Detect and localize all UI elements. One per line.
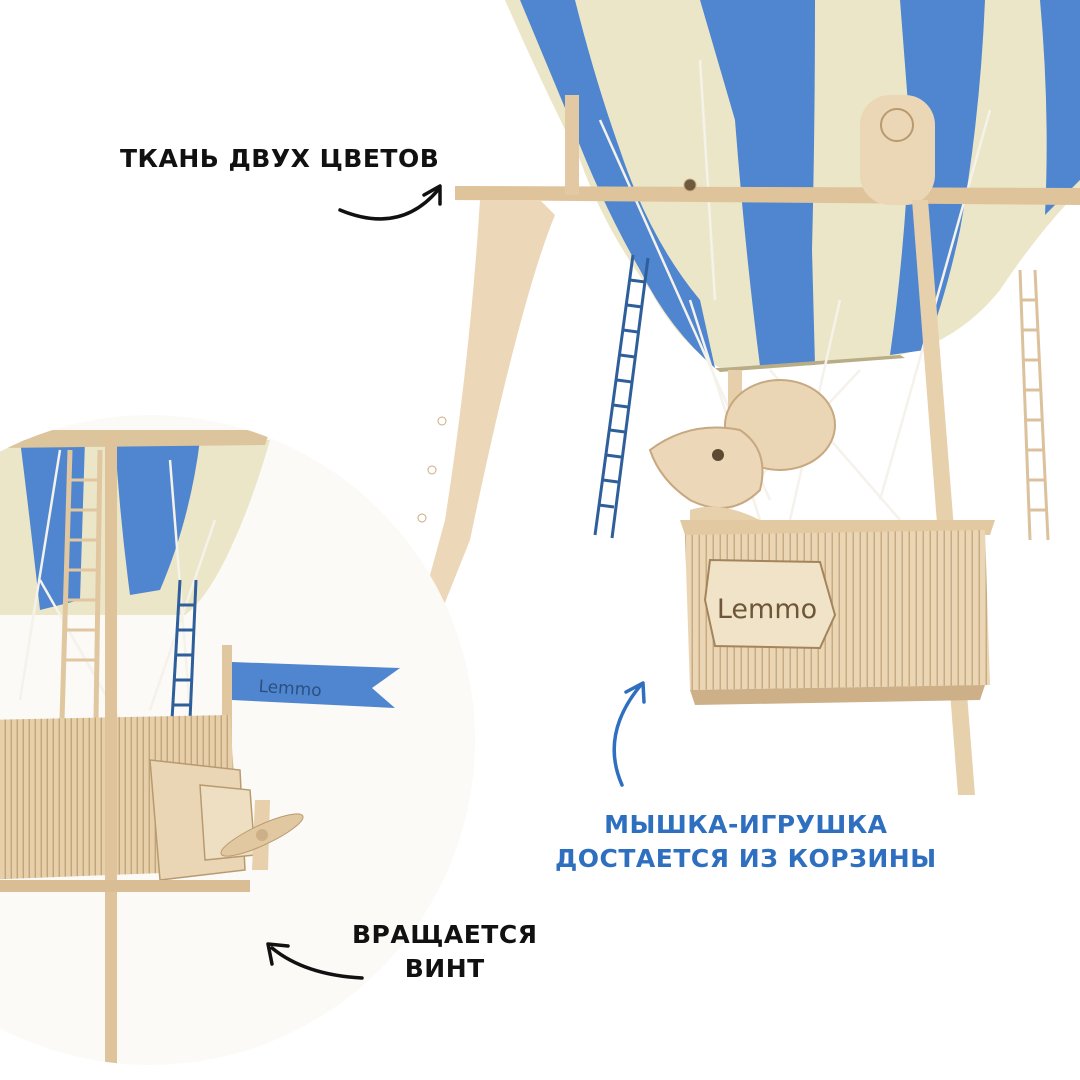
inset-detail-circle: Lemmo bbox=[0, 415, 475, 1065]
balloon-envelope bbox=[505, 0, 1080, 372]
callout-two-color-fabric: ТКАНЬ ДВУХ ЦВЕТОВ bbox=[120, 142, 439, 176]
callout-fabric-text: ТКАНЬ ДВУХ ЦВЕТОВ bbox=[120, 144, 440, 173]
flag-logo: Lemmo bbox=[258, 677, 322, 701]
callout-propeller-line-2: ВИНТ bbox=[404, 954, 485, 983]
wooden-rope-ladder-right bbox=[1018, 269, 1050, 541]
callout-toy-line-1: МЫШКА-ИГРУШКА bbox=[604, 810, 888, 839]
arrow-to-fabric bbox=[338, 184, 442, 221]
basket bbox=[680, 520, 995, 705]
callout-toy-mouse: МЫШКА-ИГРУШКА ДОСТАЕТСЯ ИЗ КОРЗИНЫ bbox=[555, 808, 937, 876]
arrow-to-propeller bbox=[266, 942, 364, 980]
blue-rope-ladder bbox=[593, 254, 650, 539]
arrow-to-basket bbox=[612, 681, 646, 787]
callout-toy-line-2: ДОСТАЕТСЯ ИЗ КОРЗИНЫ bbox=[555, 844, 937, 873]
star-cutouts bbox=[417, 178, 697, 523]
toy-mouse bbox=[648, 379, 836, 535]
callout-propeller-line-1: ВРАЩАЕТСЯ bbox=[352, 920, 538, 949]
basket-logo: Lemmo bbox=[717, 594, 817, 625]
callout-propeller: ВРАЩАЕТСЯ ВИНТ bbox=[352, 918, 537, 986]
